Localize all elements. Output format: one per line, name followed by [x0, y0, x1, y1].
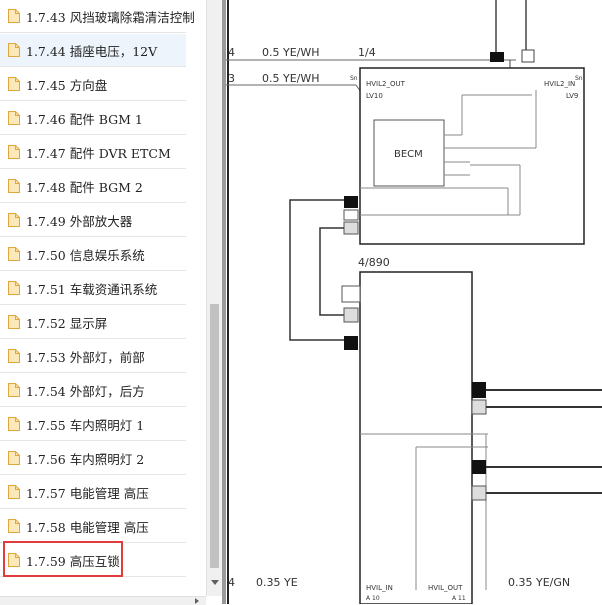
- document-icon: [8, 213, 20, 227]
- tree-item-label: 1.7.56 车内照明灯 2: [26, 451, 145, 467]
- tree-item[interactable]: 1.7.44 插座电压，12V: [0, 34, 186, 67]
- scrollbar-thumb[interactable]: [210, 304, 219, 568]
- document-icon: [8, 43, 20, 57]
- document-icon: [8, 519, 20, 533]
- wiring-diagram: 4 3 0.5 YE/WH 0.5 YE/WH 1/4 HVIL2_OUT LV…: [226, 0, 602, 604]
- scroll-right-arrow-icon[interactable]: [195, 598, 199, 604]
- document-icon: [8, 281, 20, 295]
- document-icon: [8, 315, 20, 329]
- right-pin-2: [471, 399, 487, 415]
- vertical-scrollbar[interactable]: [206, 0, 222, 596]
- horizontal-scrollbar[interactable]: [0, 596, 206, 605]
- conn2-pin-1: [343, 307, 359, 323]
- document-icon: [8, 111, 20, 125]
- ref-bottom-left: 4: [228, 576, 235, 589]
- pin-a11: A 11: [452, 595, 466, 602]
- tree-item-label: 1.7.44 插座电压，12V: [26, 43, 158, 59]
- document-icon: [8, 451, 20, 465]
- tree-item[interactable]: 1.7.51 车载资通讯系统: [0, 272, 186, 305]
- wire-label-top-2: 0.5 YE/WH: [262, 72, 320, 85]
- document-icon: [8, 349, 20, 363]
- document-icon: [8, 383, 20, 397]
- document-icon: [8, 247, 20, 261]
- tree-item[interactable]: 1.7.53 外部灯，前部: [0, 340, 186, 373]
- document-icon: [8, 417, 20, 431]
- tree-item-label: 1.7.46 配件 BGM 1: [26, 111, 143, 127]
- document-icon: [8, 485, 20, 499]
- pin-hvil-out: HVIL_OUT: [428, 584, 463, 592]
- connector-pin-top-1: [490, 52, 504, 62]
- tree-item-label: 1.7.55 车内照明灯 1: [26, 417, 145, 433]
- pin-lv10: LV10: [366, 92, 383, 100]
- tree-item[interactable]: 1.7.58 电能管理 高压: [0, 510, 186, 543]
- becm-connector-pin-1: [344, 196, 358, 208]
- tree-item[interactable]: 1.7.50 信息娱乐系统: [0, 238, 186, 271]
- pin-sn-2: Sn: [575, 75, 583, 82]
- tree-item[interactable]: 1.7.48 配件 BGM 2: [0, 170, 186, 203]
- document-icon: [8, 9, 20, 23]
- tree-item-label: 1.7.47 配件 DVR ETCM: [26, 145, 171, 161]
- becm-connector-pin-2: [343, 209, 359, 221]
- tree-item[interactable]: 1.7.56 车内照明灯 2: [0, 442, 186, 475]
- ref-top-left-2: 3: [228, 72, 235, 85]
- connector-pin-top-2: [521, 49, 535, 63]
- document-icon: [8, 553, 20, 567]
- wire-label-top-1: 0.5 YE/WH: [262, 46, 320, 59]
- pin-hvil2-out: HVIL2_OUT: [366, 80, 406, 88]
- tree-item-label: 1.7.54 外部灯，后方: [26, 383, 145, 399]
- tree-item-label: 1.7.51 车载资通讯系统: [26, 281, 158, 297]
- connector-label-2: 4/890: [358, 256, 390, 269]
- becm-connector-pin-3: [343, 221, 359, 235]
- pin-hvil2-in: HVIL2_IN: [544, 80, 575, 88]
- tree-item-label: 1.7.57 电能管理 高压: [26, 485, 149, 501]
- tree-item-label: 1.7.45 方向盘: [26, 77, 108, 93]
- wire-label-bottom-2: 0.35 YE/GN: [508, 576, 570, 589]
- ref-top-left-1: 4: [228, 46, 235, 59]
- tree-item[interactable]: 1.7.54 外部灯，后方: [0, 374, 186, 407]
- conn2-pin-2: [344, 336, 358, 350]
- tree-item-label: 1.7.58 电能管理 高压: [26, 519, 149, 535]
- tree-item[interactable]: 1.7.46 配件 BGM 1: [0, 102, 186, 135]
- tree-item[interactable]: 1.7.49 外部放大器: [0, 204, 186, 237]
- pin-sn-1: Sn: [350, 75, 358, 82]
- tree-item-label: 1.7.50 信息娱乐系统: [26, 247, 145, 263]
- tree-item[interactable]: 1.7.47 配件 DVR ETCM: [0, 136, 186, 169]
- wiring-diagram-view[interactable]: 4 3 0.5 YE/WH 0.5 YE/WH 1/4 HVIL2_OUT LV…: [226, 0, 602, 604]
- wire-label-bottom-1: 0.35 YE: [256, 576, 298, 589]
- document-icon: [8, 145, 20, 159]
- becm-chip: [373, 119, 445, 187]
- pin-a10: A 10: [366, 595, 380, 602]
- tree-item-label: 1.7.43 风挡玻璃除霜清洁控制: [26, 9, 195, 25]
- right-pin-3: [472, 460, 486, 474]
- tree-item[interactable]: 1.7.43 风挡玻璃除霜清洁控制: [0, 0, 195, 33]
- tree-item[interactable]: 1.7.57 电能管理 高压: [0, 476, 186, 509]
- tree-item-label: 1.7.49 外部放大器: [26, 213, 133, 229]
- scroll-down-arrow-icon[interactable]: [211, 580, 219, 585]
- tree-item-label: 1.7.52 显示屏: [26, 315, 108, 331]
- right-pin-4: [471, 485, 487, 501]
- document-tree-sidebar: 1.7.43 风挡玻璃除霜清洁控制 1.7.44 插座电压，12V 1.7.45 方…: [0, 0, 206, 604]
- pane-splitter[interactable]: [222, 0, 226, 604]
- pin-lv9: LV9: [566, 92, 578, 100]
- tree-item[interactable]: 1.7.55 车内照明灯 1: [0, 408, 186, 441]
- tree-item[interactable]: 1.7.52 显示屏: [0, 306, 186, 339]
- connector-label-1: 1/4: [358, 46, 376, 59]
- right-pin-1: [472, 382, 486, 398]
- module-name: BECM: [394, 149, 423, 160]
- document-icon: [8, 77, 20, 91]
- tree-item-label: 1.7.48 配件 BGM 2: [26, 179, 143, 195]
- tree-item-label: 1.7.53 外部灯，前部: [26, 349, 145, 365]
- pin-hvil-in: HVIL_IN: [366, 584, 393, 592]
- tree-item-label: 1.7.59 高压互锁: [26, 553, 120, 569]
- tree-item[interactable]: 1.7.45 方向盘: [0, 68, 186, 101]
- document-icon: [8, 179, 20, 193]
- tree-item[interactable]: 1.7.59 高压互锁: [0, 544, 186, 577]
